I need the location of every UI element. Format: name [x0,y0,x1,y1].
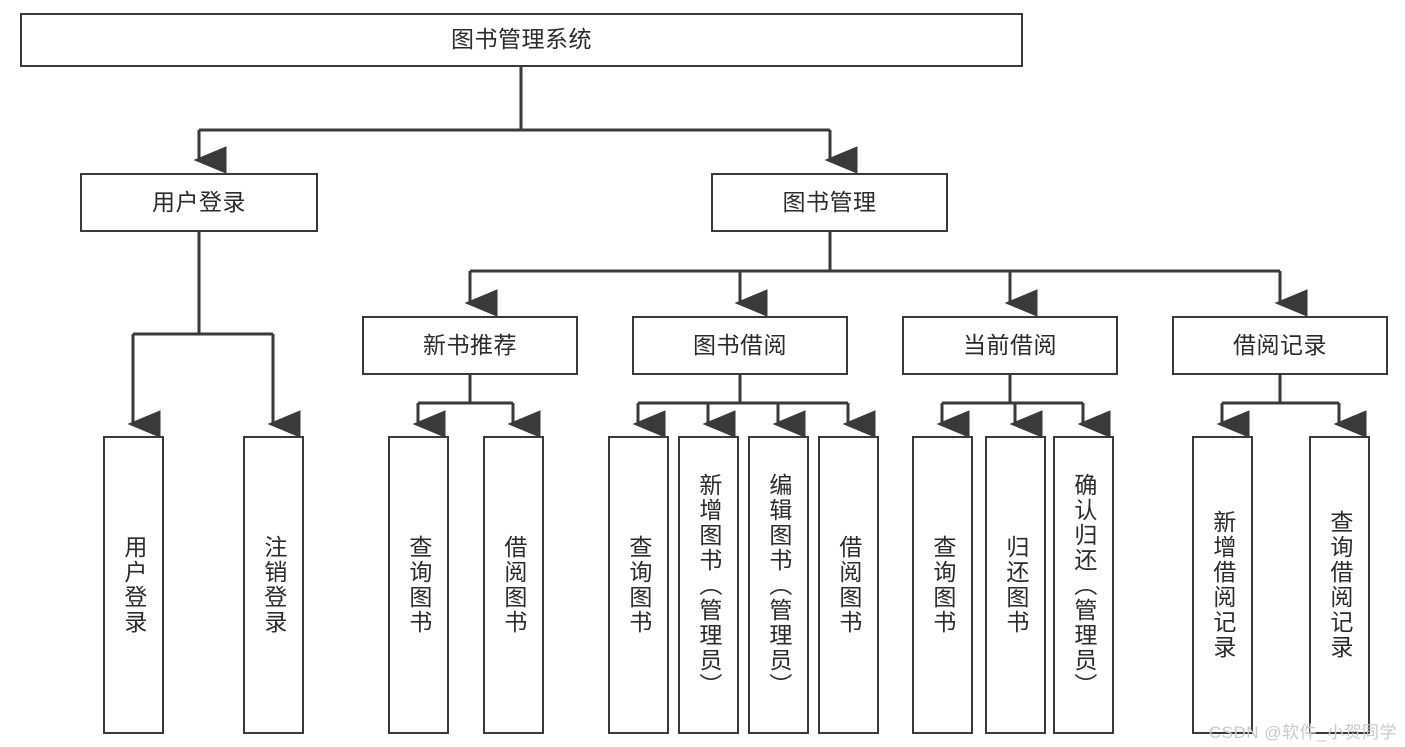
node-borrow-record-label: 借阅记录 [1233,331,1327,358]
node-leaf-edit-book-label: 编辑图书（管理员） [765,472,792,698]
node-root[interactable]: 图书管理系统 [20,13,1023,67]
node-leaf-add-record[interactable]: 新增借阅记录 [1192,436,1253,734]
node-leaf-query-record-label: 查询借阅记录 [1326,510,1353,660]
node-leaf-return-book-label: 归还图书 [1002,535,1029,635]
node-root-label: 图书管理系统 [451,26,592,53]
node-current-borrow[interactable]: 当前借阅 [902,316,1118,375]
node-user-login-label: 用户登录 [152,188,246,215]
node-leaf-add-book[interactable]: 新增图书（管理员） [678,436,739,734]
node-leaf-add-record-label: 新增借阅记录 [1209,510,1236,660]
node-book-manage-label: 图书管理 [782,188,877,215]
node-leaf-add-book-label: 新增图书（管理员） [695,472,722,698]
node-leaf-query-book-1-label: 查询图书 [405,535,432,635]
node-new-book-rec[interactable]: 新书推荐 [362,316,578,375]
node-leaf-query-record[interactable]: 查询借阅记录 [1309,436,1370,734]
node-leaf-query-book-1[interactable]: 查询图书 [388,436,449,734]
node-book-borrow[interactable]: 图书借阅 [632,316,848,375]
node-leaf-user-login[interactable]: 用户登录 [103,436,164,734]
node-book-manage[interactable]: 图书管理 [711,173,948,232]
node-leaf-query-book-3-label: 查询图书 [929,535,956,635]
node-leaf-confirm-return[interactable]: 确认归还（管理员） [1053,436,1114,734]
node-leaf-user-logout-label: 注销登录 [260,535,287,635]
node-leaf-return-book[interactable]: 归还图书 [985,436,1046,734]
node-leaf-user-login-label: 用户登录 [120,535,147,635]
node-leaf-query-book-3[interactable]: 查询图书 [912,436,973,734]
node-current-borrow-label: 当前借阅 [963,331,1057,358]
node-borrow-record[interactable]: 借阅记录 [1172,316,1388,375]
node-leaf-confirm-return-label: 确认归还（管理员） [1070,472,1097,698]
node-user-login[interactable]: 用户登录 [80,173,318,232]
node-book-borrow-label: 图书借阅 [693,331,787,358]
watermark-text: CSDN @软件_小贺同学 [1208,723,1397,742]
node-leaf-borrow-book-2[interactable]: 借阅图书 [818,436,879,734]
node-leaf-query-book-2[interactable]: 查询图书 [608,436,669,734]
node-leaf-borrow-book-2-label: 借阅图书 [835,535,862,635]
node-new-book-rec-label: 新书推荐 [423,331,517,358]
node-leaf-edit-book[interactable]: 编辑图书（管理员） [748,436,809,734]
node-leaf-user-logout[interactable]: 注销登录 [243,436,304,734]
node-leaf-borrow-book-1[interactable]: 借阅图书 [483,436,544,734]
node-leaf-query-book-2-label: 查询图书 [625,535,652,635]
node-leaf-borrow-book-1-label: 借阅图书 [500,535,527,635]
